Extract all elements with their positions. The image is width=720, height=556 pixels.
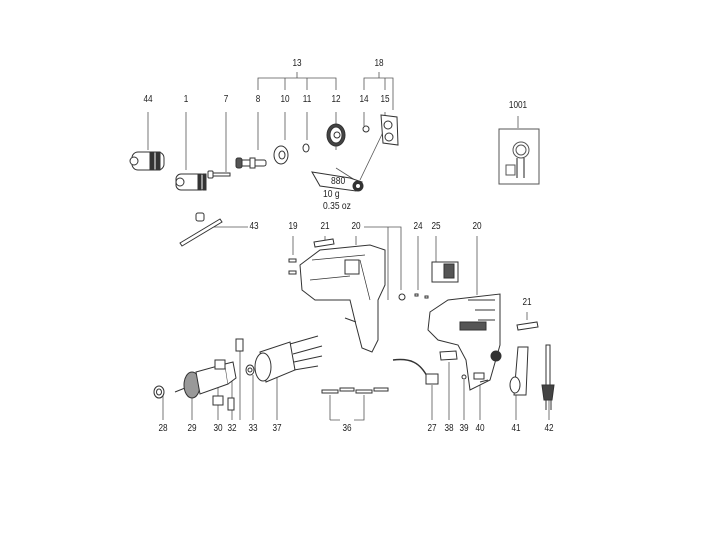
part-label-20-right: 20 <box>472 221 482 232</box>
part-label-44: 44 <box>143 94 153 105</box>
part-label-29: 29 <box>187 423 197 434</box>
part-label-1: 1 <box>183 94 189 105</box>
part-label-33: 33 <box>248 423 258 434</box>
part-label-19: 19 <box>288 221 298 232</box>
field-coil-part <box>254 335 323 383</box>
part-label-11: 11 <box>302 94 312 105</box>
housing-half-left <box>299 244 386 353</box>
part-label-13: 13 <box>292 58 302 69</box>
part-label-30: 30 <box>213 423 223 434</box>
part-label-24: 24 <box>413 221 423 232</box>
armature-part <box>174 361 237 399</box>
part-label-12: 12 <box>331 94 341 105</box>
part-label-14: 14 <box>359 94 369 105</box>
part-label-7: 7 <box>223 94 229 105</box>
part-label-41: 41 <box>511 423 521 434</box>
part-label-43: 43 <box>249 221 259 232</box>
part-label-28: 28 <box>158 423 168 434</box>
grease-weight-g: 10 g <box>323 189 340 200</box>
part-label-21-right: 21 <box>522 297 532 308</box>
part-label-27: 27 <box>427 423 437 434</box>
grease-code: 880 <box>331 176 346 187</box>
part-label-39: 39 <box>459 423 469 434</box>
part-label-40: 40 <box>475 423 485 434</box>
part-label-10: 10 <box>280 94 290 105</box>
grease-weight-oz: 0.35 oz <box>323 201 351 212</box>
part-label-32: 32 <box>227 423 237 434</box>
part-label-37: 37 <box>272 423 282 434</box>
part-label-36: 36 <box>342 423 352 434</box>
housing-half-right <box>427 293 502 391</box>
part-label-18: 18 <box>374 58 384 69</box>
keyless-chuck-part <box>129 151 165 171</box>
part-label-8: 8 <box>255 94 261 105</box>
part-label-42: 42 <box>544 423 554 434</box>
part-label-25: 25 <box>431 221 441 232</box>
part-label-38: 38 <box>444 423 454 434</box>
part-label-20: 20 <box>351 221 361 232</box>
part-label-21: 21 <box>320 221 330 232</box>
part-label-1001: 1001 <box>508 100 528 111</box>
part-label-15: 15 <box>380 94 390 105</box>
